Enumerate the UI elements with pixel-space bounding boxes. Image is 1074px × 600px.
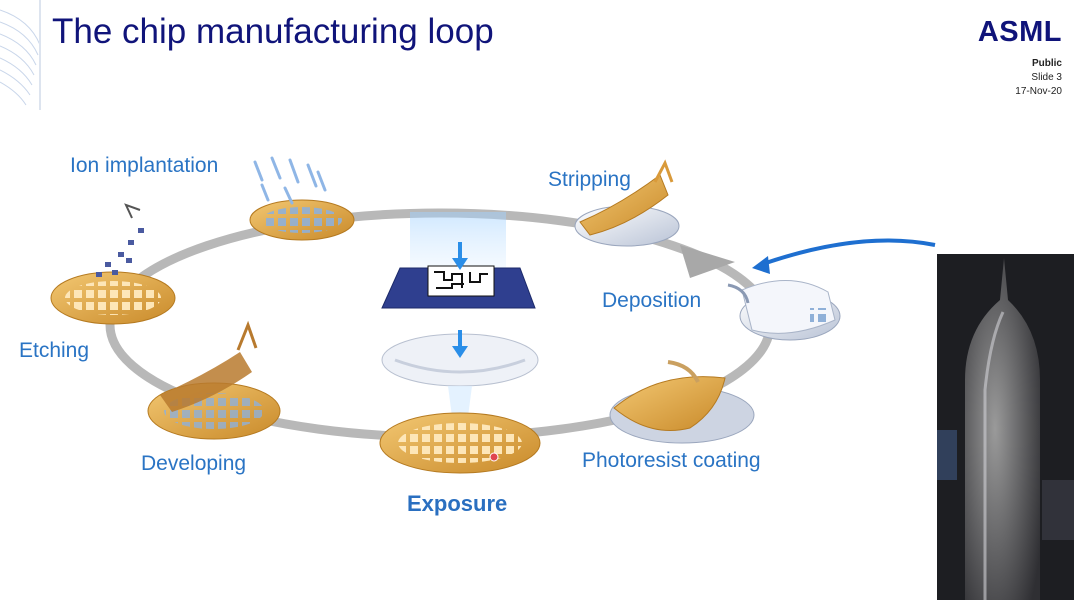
exposure-assembly (379, 212, 541, 474)
classification-label: Public (1031, 58, 1062, 69)
manufacturing-loop-diagram (50, 156, 1074, 600)
etching-wafer (50, 203, 176, 325)
deposition-arrow-icon (752, 256, 770, 274)
step-label-etching: Etching (19, 339, 90, 362)
deposition-wafer (727, 238, 936, 341)
step-label-stripping: Stripping (548, 168, 631, 191)
loop-arrow-icon (680, 245, 735, 278)
developing-wafer (147, 320, 281, 440)
slide-date: 17-Nov-20 (1015, 86, 1062, 97)
corner-decoration (0, 0, 41, 110)
slide-title: The chip manufacturing loop (52, 12, 494, 51)
slide-meta: Public Slide 3 17-Nov-20 (1015, 57, 1062, 99)
ion-implantation-wafer (249, 156, 355, 241)
exposure-arrow-icon (452, 258, 468, 270)
step-label-deposition: Deposition (602, 289, 702, 312)
slide-number: Slide 3 (1031, 72, 1062, 83)
stripping-wafer (574, 159, 680, 247)
step-label-developing: Developing (141, 452, 247, 475)
step-label-ion-implantation: Ion implantation (70, 154, 219, 177)
step-label-exposure: Exposure (407, 491, 508, 516)
asml-logo: ASML (977, 16, 1062, 48)
photoresist-coating-wafer (609, 360, 755, 444)
step-label-photoresist-coating: Photoresist coating (582, 449, 761, 472)
silicon-ingot-photo (937, 254, 1074, 600)
